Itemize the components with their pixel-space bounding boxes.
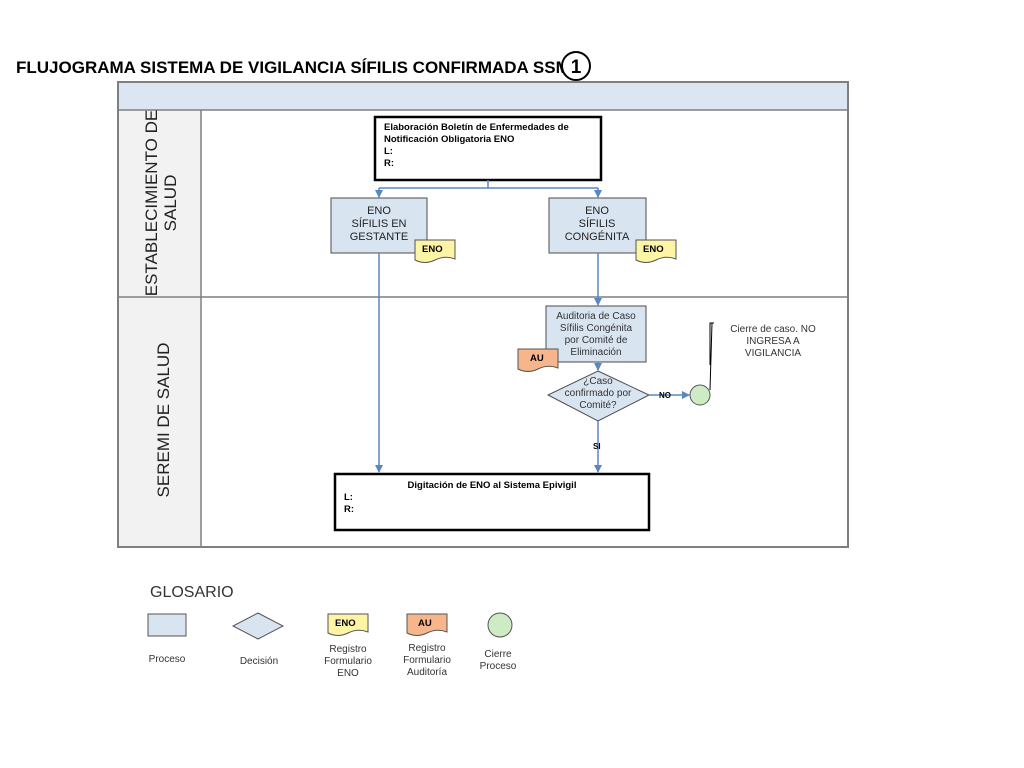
glosario-au-doc-icon (406, 613, 448, 636)
svg-text:ESTABLECIMIENTO DE: ESTABLECIMIENTO DE (142, 110, 161, 296)
eno-congenita-doc-icon (635, 239, 677, 263)
glosario-eno-doc-icon (327, 613, 369, 636)
svg-text:SALUD: SALUD (161, 175, 180, 232)
cierre-line-2: INGRESA A (746, 336, 800, 347)
glosario-eno-line-2: Formulario (324, 656, 372, 667)
glosario-eno-tag: ENO (335, 618, 356, 629)
auditoria-doc-tag: AU (530, 353, 544, 364)
eno-gestante-doc-icon (414, 239, 456, 263)
glosario-eno-line-1: Registro (329, 644, 367, 655)
lane-label-seremi: SEREMI DE SALUD (154, 343, 173, 498)
svg-text:SEREMI DE SALUD: SEREMI DE SALUD (154, 343, 173, 498)
digitacion-title: Digitación de ENO al Sistema Epivigil (408, 480, 577, 491)
eno-gestante-doc-tag: ENO (422, 244, 443, 255)
swimlane-header-band (119, 83, 847, 110)
glosario-au-line-3: Auditoría (407, 667, 447, 678)
eno-congenita-box[interactable] (548, 197, 647, 254)
auditoria-box[interactable] (545, 305, 647, 363)
page-title: FLUJOGRAMA SISTEMA DE VIGILANCIA SÍFILIS… (16, 58, 570, 77)
boletin-line-2: Notificación Obligatoria ENO (384, 134, 514, 145)
eno-gestante-line-1: ENO (367, 205, 391, 217)
glosario-proceso-label: Proceso (149, 654, 186, 665)
lane-label-column (119, 110, 201, 546)
decision-line-3: Comité? (579, 400, 617, 411)
glosario-cierre-line-2: Proceso (480, 661, 517, 672)
eno-congenita-line-2: SÍFILIS (579, 217, 616, 230)
title-badge-circle (561, 51, 591, 81)
glosario-decision-icon (231, 612, 285, 640)
title-badge-number: 1 (571, 57, 582, 78)
eno-congenita-line-1: ENO (585, 205, 609, 217)
cierre-line-1: Cierre de caso. NO (730, 324, 816, 335)
cierre-annotation-bracket (709, 322, 714, 391)
si-label: SI (593, 442, 601, 451)
auditoria-doc-icon (517, 348, 559, 372)
decision-line-1: ¿Caso (583, 376, 613, 387)
auditoria-line-4: Eliminación (570, 347, 621, 358)
boletin-process-box[interactable] (373, 115, 603, 182)
auditoria-line-2: Sífilis Congénita (560, 323, 633, 334)
glosario-cierre-line-1: Cierre (484, 649, 512, 660)
eno-gestante-line-2: SÍFILIS EN (351, 217, 406, 230)
eno-gestante-line-3: GESTANTE (350, 231, 408, 243)
boletin-l-label: L: (384, 146, 393, 157)
digitacion-l-label: L: (344, 492, 353, 503)
digitacion-process-box[interactable] (333, 472, 651, 532)
boletin-line-1: Elaboración Boletín de Enfermedades de (384, 122, 569, 133)
auditoria-line-1: Auditoria de Caso (556, 311, 636, 322)
eno-congenita-doc-tag: ENO (643, 244, 664, 255)
cierre-line-3: VIGILANCIA (745, 348, 801, 359)
decision-line-2: confirmado por (565, 388, 632, 399)
glosario-proceso-icon (147, 613, 187, 637)
glosario-au-line-1: Registro (408, 643, 446, 654)
glosario-au-tag: AU (418, 618, 432, 629)
glosario-au-line-2: Formulario (403, 655, 451, 666)
cierre-circle-icon[interactable] (689, 384, 711, 406)
auditoria-line-3: por Comité de (565, 335, 628, 346)
digitacion-r-label: R: (344, 504, 354, 515)
lane-label-establecimiento: ESTABLECIMIENTO DE SALUD (142, 110, 180, 296)
glosario-heading: GLOSARIO (150, 584, 234, 601)
eno-congenita-line-3: CONGÉNITA (565, 230, 630, 243)
eno-gestante-box[interactable] (330, 197, 428, 254)
no-label: NO (659, 391, 671, 400)
boletin-r-label: R: (384, 158, 394, 169)
glosario-decision-label: Decisión (240, 656, 278, 667)
glosario-cierre-circle-icon (487, 612, 513, 638)
glosario-eno-line-3: ENO (337, 668, 359, 679)
